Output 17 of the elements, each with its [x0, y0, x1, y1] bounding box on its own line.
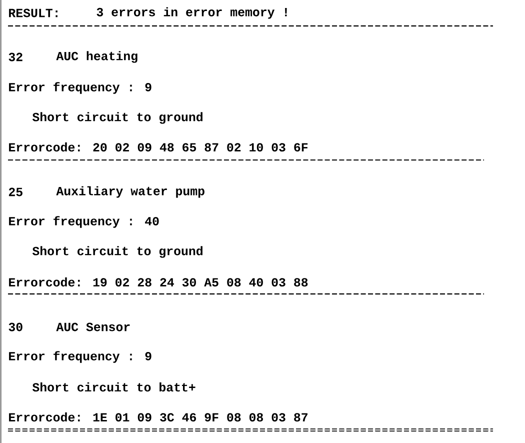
- error-code: Errorcode: 1E 01 09 3C 46 9F 08 08 03 87: [9, 412, 308, 422]
- component-name: Auxiliary water pump: [56, 186, 204, 198]
- fault-text: Short circuit to ground: [32, 246, 202, 258]
- frequency-text: Error frequency : 9: [9, 351, 152, 363]
- frequency-text: Error frequency : 40: [9, 216, 159, 228]
- fault-text: Short circuit to ground: [32, 112, 202, 124]
- result-label: RESULT:: [9, 8, 58, 18]
- error-number: 30: [8, 322, 22, 332]
- error-number: 25: [8, 188, 22, 196]
- error-code: Errorcode: 19 02 28 24 30 A5 08 40 03 88: [9, 277, 308, 287]
- result-text: 3 errors in error memory !: [96, 7, 287, 19]
- error-code: Errorcode: 20 02 09 48 65 87 02 10 03 6F: [9, 142, 308, 152]
- error-number: 32: [8, 52, 22, 62]
- component-name: AUC heating: [56, 51, 138, 63]
- fault-text: Short circuit to batt+: [32, 382, 196, 392]
- component-name: AUC Sensor: [56, 322, 130, 332]
- frequency-text: Error frequency : 9: [9, 82, 152, 94]
